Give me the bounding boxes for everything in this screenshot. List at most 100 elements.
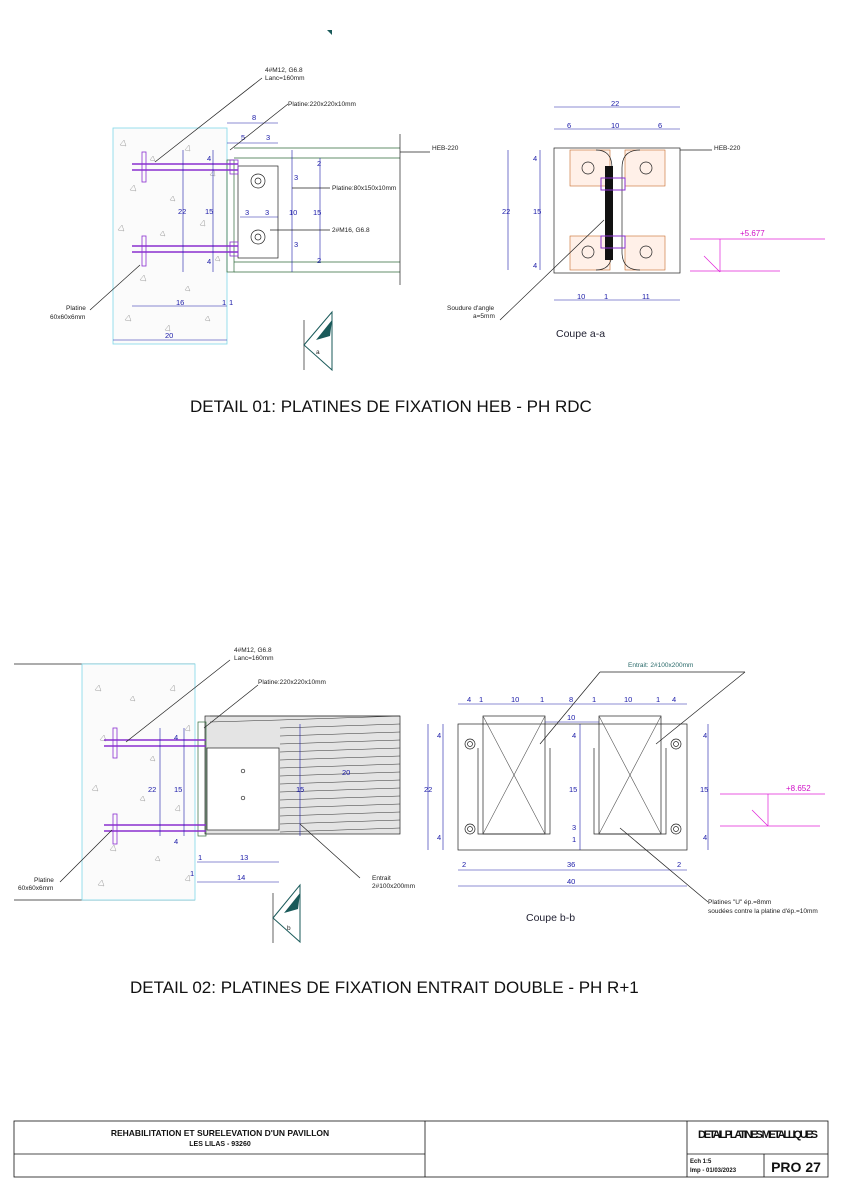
sb-dim-t10c: 10 [567, 713, 575, 722]
sec-dim-1: 1 [604, 292, 608, 301]
d2-label-platine-big: Platine:220x220x10mm [258, 679, 326, 686]
sb-dim-t1b: 1 [540, 695, 544, 704]
sb-dim-t1a: 1 [479, 695, 483, 704]
dim-22: 22 [178, 207, 186, 216]
dim-5: 5 [241, 133, 245, 142]
platine-big [226, 159, 235, 273]
sec-label-heb: HEB-220 [714, 145, 741, 152]
project-title: REHABILITATION ET SURELEVATION D'UN PAVI… [111, 1128, 329, 1138]
sb-dim-b2a: 2 [462, 860, 466, 869]
sb-label-platines-u: Platines "U" ép.=8mm [708, 899, 771, 906]
detail1-section: 22 6 10 6 4 22 15 4 10 1 11 HEB-220 Soud… [447, 99, 825, 340]
dim-1b: 1 [229, 298, 233, 307]
sheet-scale: Ech 1:5 [690, 1159, 712, 1165]
sb-dim-l4a: 4 [437, 731, 441, 740]
dim-15b: 15 [313, 208, 321, 217]
anchor-rods-2 [104, 727, 206, 845]
sec-dim-10b: 10 [577, 292, 585, 301]
sec-dim-22v: 22 [502, 207, 510, 216]
sec-dim-4a: 4 [533, 154, 537, 163]
sb-dim-m3: 3 [572, 823, 576, 832]
bolt-m16-top [250, 173, 266, 189]
section-b-platine [457, 723, 688, 851]
d2-dim-15c: 15 [296, 785, 304, 794]
label-platine-anchor: Platine [66, 305, 86, 312]
section-title-b: Coupe b-b [526, 912, 575, 924]
d2-label-entrait: Entrait [372, 875, 391, 882]
section-marker-a: a [303, 310, 333, 372]
d2-dim-20: 20 [342, 768, 350, 777]
section-b-bolts [464, 738, 682, 835]
sb-dim-m1: 1 [572, 835, 576, 844]
platine-inner [206, 747, 280, 831]
sb-dim-r4b: 4 [703, 833, 707, 842]
sec-dim-22: 22 [611, 99, 619, 108]
sec-dim-15: 15 [533, 207, 541, 216]
sheet-title: DETAIL PLATINES METALLIQUES [698, 1129, 818, 1141]
label-weld: Soudure d'angle [447, 305, 495, 312]
concrete-hatch-2 [91, 684, 191, 887]
sec-dim-11: 11 [642, 292, 650, 301]
detail2-title: DETAIL 02: PLATINES DE FIXATION ENTRAIT … [130, 978, 639, 997]
sb-dim-t8: 8 [569, 695, 573, 704]
d2-dim-22: 22 [148, 785, 156, 794]
concrete-hatch [117, 139, 221, 332]
section-b-dim-lines [427, 703, 709, 887]
dim-1a: 1 [222, 298, 226, 307]
sb-label-platines-u2: soudées contre la platine d'ép.=10mm [708, 908, 818, 915]
dim-3b: 3 [294, 173, 298, 182]
d2-dim-14: 14 [237, 873, 245, 882]
detail2-dimension-lines [159, 724, 301, 883]
d2-label-entrait-dim: 2#100x200mm [372, 883, 415, 890]
section-b-leaders [539, 671, 746, 903]
detail2-leaders [59, 659, 361, 883]
level-label-1: +5.677 [740, 229, 765, 238]
section-platine [553, 147, 681, 274]
detail1-title: DETAIL 01: PLATINES DE FIXATION HEB - PH… [190, 397, 592, 416]
dim-4a: 4 [207, 154, 211, 163]
sb-dim-l4b: 4 [437, 833, 441, 842]
project-location: LES LILAS - 93260 [189, 1141, 251, 1148]
sheet-marker [327, 30, 332, 35]
detail1-dimension-lines [113, 122, 321, 341]
section-title-a: Coupe a-a [556, 328, 605, 340]
dim-3d: 3 [265, 208, 269, 217]
label-platine-anchor-dim: 60x60x6mm [50, 314, 85, 321]
section-bolts [581, 161, 653, 259]
sec-dim-6a: 6 [567, 121, 571, 130]
dim-2b: 2 [317, 256, 321, 265]
d2-label-platine-anchor: Platine [34, 877, 54, 884]
d2-dim-4: 4 [174, 733, 178, 742]
sb-dim-t10a: 10 [511, 695, 519, 704]
bolt-m16-bottom [250, 229, 266, 245]
d2-dim-1b: 1 [190, 869, 194, 878]
section-marker-a-label: a [316, 349, 320, 356]
sb-dim-t10b: 10 [624, 695, 632, 704]
section-marker-b-label: b [287, 925, 291, 932]
detail1-elevation: 8 5 3 4 2 3 22 15 10 15 3 3 3 4 2 16 1 1… [50, 67, 459, 372]
platine-small [237, 165, 279, 259]
label-bolts-m16: 2#M16, G6.8 [332, 227, 370, 234]
d2-label-bolts-top: 4#M12, G6.8 [234, 647, 272, 654]
platine-big-2 [197, 721, 207, 837]
d2-dim-1: 1 [198, 853, 202, 862]
d2-dim-4b: 4 [174, 837, 178, 846]
dim-8: 8 [252, 113, 256, 122]
sec-dim-4b: 4 [533, 261, 537, 270]
dim-3e: 3 [294, 240, 298, 249]
dim-3a: 3 [266, 133, 270, 142]
d2-label-platine-anchor-dim: 60x60x6mm [18, 885, 53, 892]
sb-dim-b36: 36 [567, 860, 575, 869]
label-bolts-top: 4#M12, G6.8 [265, 67, 303, 74]
sheet-date: Imp - 01/03/2023 [690, 1168, 737, 1174]
sb-dim-r4a: 4 [703, 731, 707, 740]
sb-dim-m15: 15 [569, 785, 577, 794]
sheet-number: PRO 27 [771, 1159, 821, 1175]
level-marker-2: +8.652 [720, 784, 825, 827]
sb-dim-m4: 4 [572, 731, 576, 740]
sb-dim-t4b: 4 [672, 695, 676, 704]
dim-3c: 3 [245, 208, 249, 217]
title-block: REHABILITATION ET SURELEVATION D'UN PAVI… [13, 1120, 829, 1178]
sb-dim-t1d: 1 [656, 695, 660, 704]
